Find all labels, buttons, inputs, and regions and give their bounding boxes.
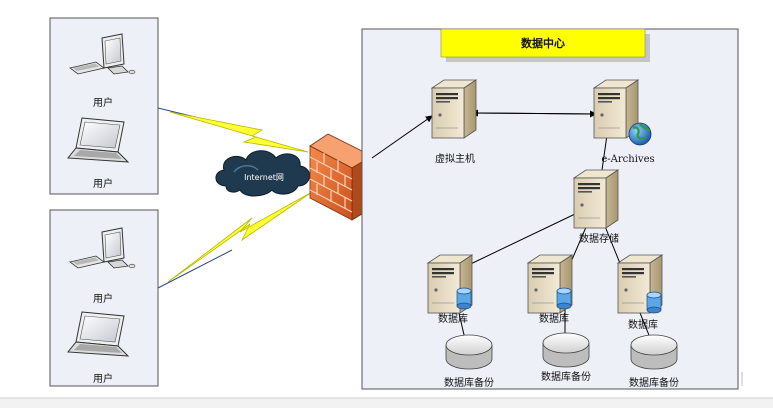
connection-arrow	[471, 109, 597, 117]
backup-label: 数据库备份	[629, 376, 679, 389]
connection-line	[157, 249, 233, 289]
page-bottom-strip	[0, 398, 773, 408]
database-label: 数据库	[628, 318, 658, 331]
connection-arrow	[457, 203, 597, 271]
user-group-2: 用户 用户	[49, 209, 159, 387]
database-cylinder-icon	[646, 291, 662, 314]
data-center-panel	[361, 28, 739, 390]
backup-label: 数据库备份	[541, 370, 591, 383]
internet-cloud-icon: Internet网	[215, 150, 310, 197]
archives-label: e-Archives	[601, 154, 654, 165]
user-group-1: 用户 用户	[49, 17, 159, 195]
globe-icon	[628, 122, 652, 146]
connection-arrow	[371, 115, 433, 159]
database-label: 数据库	[438, 312, 468, 325]
backup-label: 数据库备份	[444, 376, 494, 389]
database-label: 数据库	[539, 312, 569, 325]
backup-disk-icon	[630, 334, 678, 370]
virtual-host-label: 虚拟主机	[435, 152, 475, 165]
database-cylinder-icon	[456, 287, 472, 310]
backup-disk-icon	[542, 332, 590, 368]
data-center-title-box	[440, 28, 646, 58]
storage-label: 数据存储	[579, 232, 619, 245]
lightning-bolt-icon	[169, 111, 309, 153]
storage-server-icon	[573, 169, 619, 229]
backup-disk-icon	[445, 334, 493, 370]
data-center-title: 数据中心	[521, 36, 565, 50]
user-label: 用户	[93, 96, 113, 109]
internet-label: Internet网	[244, 173, 284, 182]
lightning-bolt-icon	[167, 191, 313, 283]
database-cylinder-icon	[556, 287, 572, 310]
user-label: 用户	[93, 292, 113, 305]
virtual-host-server-icon	[431, 79, 477, 139]
user-label: 用户	[93, 177, 113, 190]
user-label: 用户	[93, 372, 113, 385]
